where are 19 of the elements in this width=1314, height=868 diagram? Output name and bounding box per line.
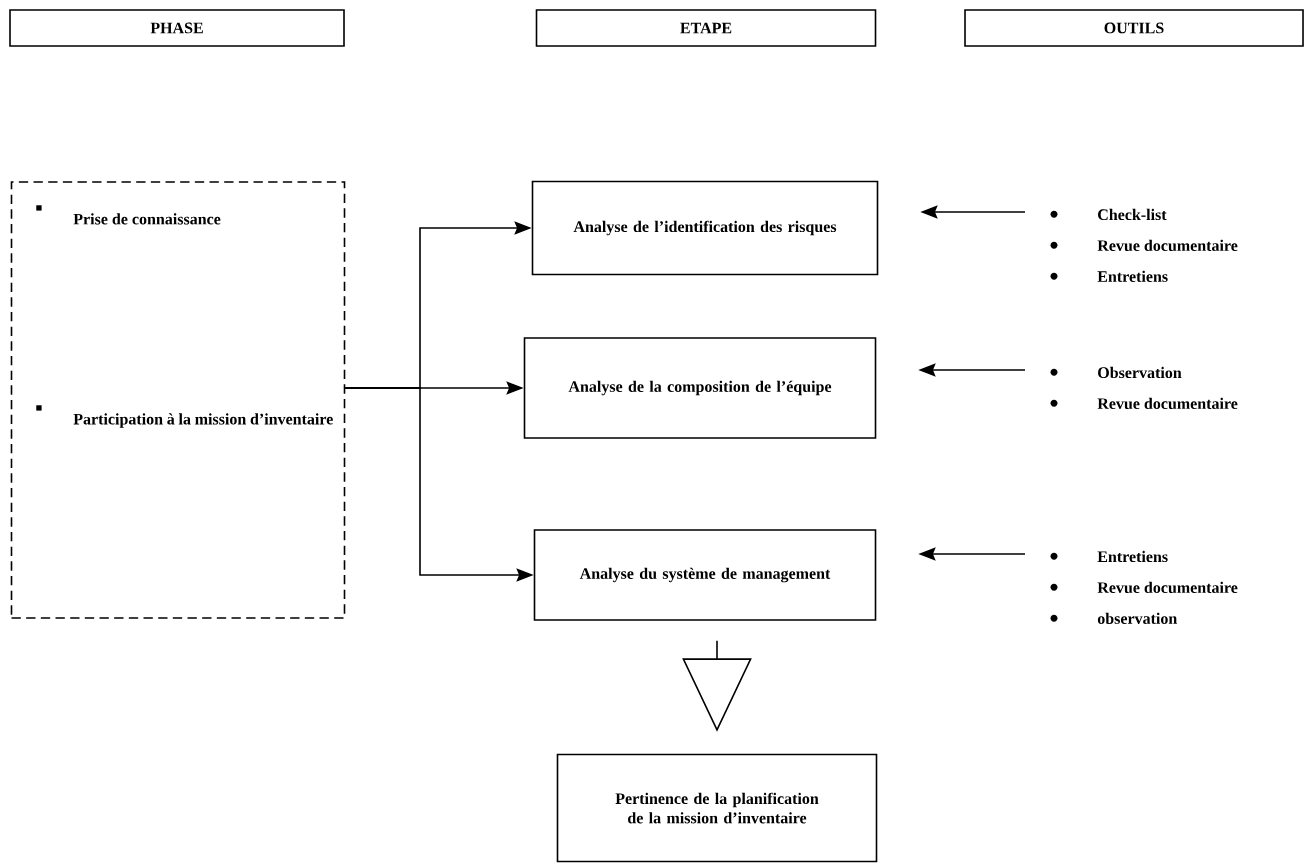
bullet-list: Check-list Revue documentaire Entretiens [1050,208,1238,282]
process-box: Analyse de l’identification des risques [531,180,879,276]
process-box: Analyse de la composition de l’équipe [523,337,877,439]
node-label: Check-list [1098,208,1167,221]
bullet-list: Observation Revue documentaire [1050,366,1238,410]
process-box: Analyse du système de management [533,529,877,621]
process-box: Pertinence de la planification de la mission d’inventaire [556,753,878,863]
dashed-box: Prise de connaissance Participation à la mission d’inventaire [10,181,346,619]
node-label: Revue documentaire [1097,239,1238,252]
node-label: Entretiens [1097,270,1168,282]
header-box: OUTILS [964,9,1304,47]
header-box: ETAPE [535,9,877,47]
bullet-list: Entretiens Revue documentaire observation [1050,550,1238,624]
node-label: Entretiens [1097,550,1168,563]
header-box: PHASE [9,9,345,47]
node-label: Revue documentaire [1097,397,1238,410]
node-label: Observation [1098,366,1182,379]
node-label: observation [1097,612,1178,624]
node-label: Revue documentaire [1097,581,1238,594]
